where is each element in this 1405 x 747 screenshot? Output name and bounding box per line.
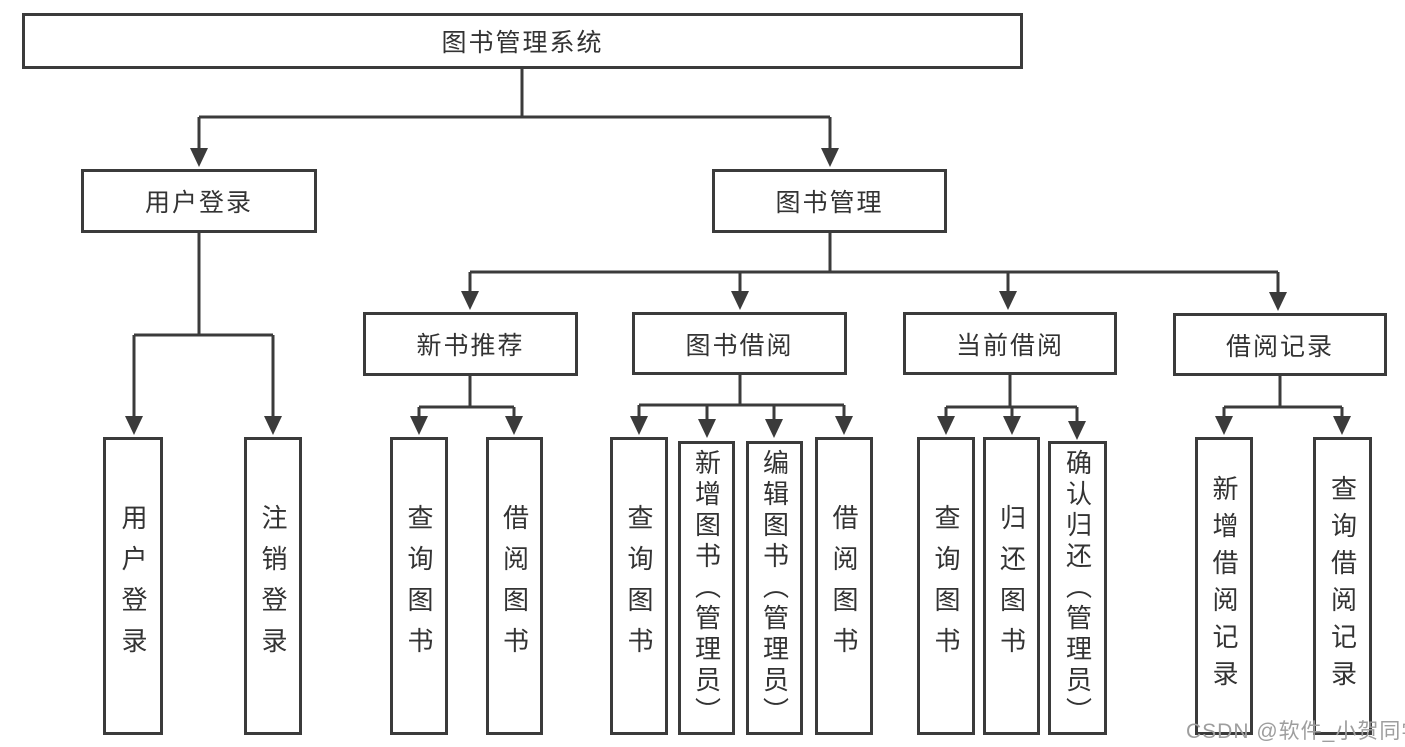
node-borrow-records-label: 借阅记录: [1225, 332, 1334, 361]
leaf-recommend-borrow-books: 借阅图书: [486, 437, 543, 735]
leaf-current-confirm-return-admin: 确认归还（管理员）: [1048, 441, 1107, 735]
node-new-book-recommend: 新书推荐: [363, 312, 578, 376]
node-borrow-records: 借阅记录: [1173, 313, 1387, 376]
leaf-records-add-record-label: 新增借阅记录: [1209, 475, 1239, 697]
leaf-borrow-query-books: 查询图书: [610, 437, 668, 735]
node-book-management: 图书管理: [712, 169, 947, 233]
leaf-records-query-record: 查询借阅记录: [1313, 437, 1372, 735]
node-root: 图书管理系统: [22, 13, 1023, 69]
leaf-borrow-borrow-books-label: 借阅图书: [829, 504, 859, 668]
node-current-borrow-label: 当前借阅: [955, 331, 1064, 360]
leaf-logout-login-label: 注销登录: [258, 504, 288, 668]
node-root-label: 图书管理系统: [441, 29, 604, 57]
leaf-user-login-label: 用户登录: [118, 504, 148, 668]
leaf-current-return-books: 归还图书: [983, 437, 1040, 735]
leaf-user-login: 用户登录: [103, 437, 163, 735]
leaf-recommend-query-books: 查询图书: [390, 437, 448, 735]
leaf-current-confirm-return-admin-label: 确认归还（管理员）: [1062, 448, 1093, 728]
node-user-login-label: 用户登录: [144, 189, 253, 217]
leaf-current-query-books: 查询图书: [917, 437, 975, 735]
leaf-borrow-add-books-admin: 新增图书（管理员）: [678, 441, 735, 735]
leaf-borrow-query-books-label: 查询图书: [624, 504, 654, 668]
leaf-logout-login: 注销登录: [244, 437, 302, 735]
leaf-current-query-books-label: 查询图书: [931, 504, 961, 668]
node-current-borrow: 当前借阅: [903, 312, 1117, 375]
node-book-borrow-label: 图书借阅: [685, 331, 794, 360]
leaf-borrow-edit-books-admin: 编辑图书（管理员）: [746, 441, 803, 735]
node-new-book-recommend-label: 新书推荐: [416, 332, 525, 360]
leaf-current-return-books-label: 归还图书: [996, 504, 1027, 668]
leaf-recommend-query-books-label: 查询图书: [404, 504, 434, 668]
leaf-records-query-record-label: 查询借阅记录: [1327, 475, 1358, 697]
leaf-borrow-add-books-admin-label: 新增图书（管理员）: [691, 448, 722, 728]
node-book-borrow: 图书借阅: [632, 312, 847, 375]
node-user-login: 用户登录: [81, 169, 317, 233]
leaf-records-add-record: 新增借阅记录: [1195, 437, 1253, 735]
csdn-watermark: CSDN @软件_小贺同学: [1186, 720, 1405, 743]
leaf-borrow-borrow-books: 借阅图书: [815, 437, 873, 735]
node-book-management-label: 图书管理: [775, 189, 884, 217]
leaf-borrow-edit-books-admin-label: 编辑图书（管理员）: [759, 448, 790, 728]
leaf-recommend-borrow-books-label: 借阅图书: [499, 504, 530, 668]
